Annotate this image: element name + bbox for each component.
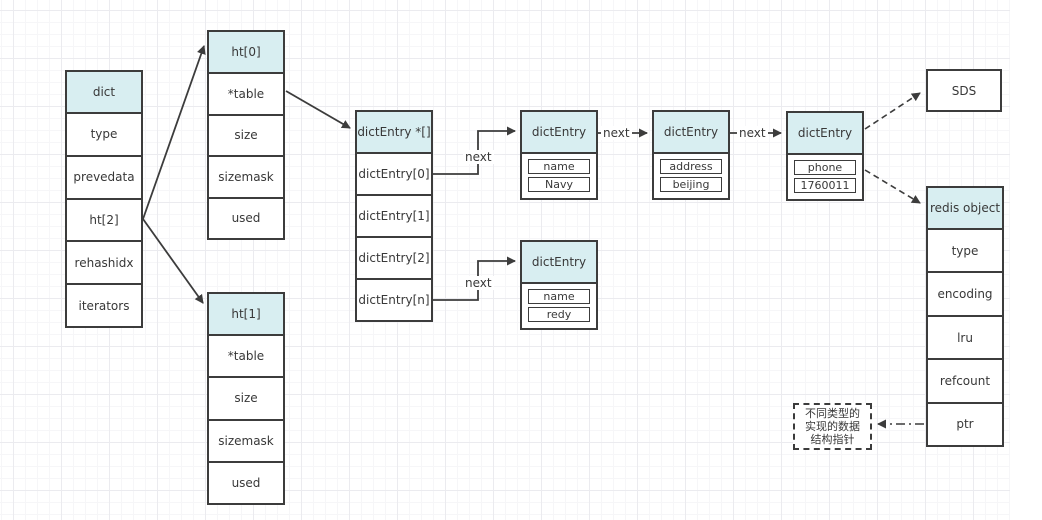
next-label-entry1-entry2: next — [601, 126, 632, 140]
entry-address-beijing-box: dictEntry address beijing — [652, 110, 730, 200]
ht0-row-table: *table — [209, 74, 283, 116]
note-box: 不同类型的 实现的数据 结构指针 — [793, 403, 872, 450]
ht0-title: ht[0] — [209, 32, 283, 74]
ht1-row-size: size — [209, 378, 283, 421]
ht0-row-size: size — [209, 115, 283, 157]
dict-row-ht2: ht[2] — [67, 199, 141, 243]
ht0-row-used: used — [209, 198, 283, 238]
entry-name-navy-title: dictEntry — [522, 112, 596, 154]
ht1-row-sizemask: sizemask — [209, 420, 283, 463]
bucket-array-box: dictEntry *[] dictEntry[0] dictEntry[1] … — [355, 110, 433, 322]
redis-object-row-lru: lru — [928, 316, 1002, 361]
dict-title: dict — [67, 72, 141, 114]
entry-phone-box: dictEntry phone 1760011 — [786, 111, 864, 201]
dict-row-type: type — [67, 114, 141, 157]
note-line-1: 不同类型的 — [805, 407, 860, 420]
note-line-3: 结构指针 — [810, 433, 855, 446]
entry-name-redy-box: dictEntry name redy — [520, 240, 598, 330]
entry-value-box: 1760011 — [794, 178, 856, 193]
redis-object-row-refcount: refcount — [928, 360, 1002, 404]
next-label-bucket0: next — [463, 150, 494, 164]
entry-name-redy-title: dictEntry — [522, 242, 596, 284]
next-label-bucketn: next — [463, 276, 494, 290]
ht0-box: ht[0] *table size sizemask used — [207, 30, 285, 240]
redis-object-row-ptr: ptr — [928, 403, 1002, 446]
entry-key-box: name — [528, 289, 590, 304]
entry-value-box: Navy — [528, 177, 590, 192]
entry-key-box: phone — [794, 160, 856, 175]
entry-key-box: name — [528, 159, 590, 174]
redis-object-row-type: type — [928, 230, 1002, 274]
bucket-row-1: dictEntry[1] — [357, 196, 431, 238]
ht1-row-used: used — [209, 462, 283, 503]
redis-object-title: redis object — [928, 188, 1002, 230]
entry-key-box: address — [660, 159, 722, 174]
ht1-title: ht[1] — [209, 294, 283, 336]
ht0-row-sizemask: sizemask — [209, 157, 283, 199]
bucket-row-n: dictEntry[n] — [357, 280, 431, 320]
redis-object-row-encoding: encoding — [928, 273, 1002, 317]
bucket-array-title: dictEntry *[] — [357, 112, 431, 154]
note-line-2: 实现的数据 — [805, 420, 860, 433]
dict-row-iterators: iterators — [67, 285, 141, 326]
bucket-row-0: dictEntry[0] — [357, 154, 431, 196]
entry-value-box: redy — [528, 307, 590, 322]
bucket-row-2: dictEntry[2] — [357, 238, 431, 280]
entry-name-navy-box: dictEntry name Navy — [520, 110, 598, 200]
ht1-box: ht[1] *table size sizemask used — [207, 292, 285, 505]
redis-object-box: redis object type encoding lru refcount … — [926, 186, 1004, 447]
ht1-row-table: *table — [209, 336, 283, 379]
next-label-entry2-entry3: next — [737, 126, 768, 140]
dict-row-prevedata: prevedata — [67, 156, 141, 200]
entry-phone-title: dictEntry — [788, 113, 862, 155]
dict-box: dict type prevedata ht[2] rehashidx iter… — [65, 70, 143, 328]
entry-value-box: beijing — [660, 177, 722, 192]
dict-row-rehashidx: rehashidx — [67, 242, 141, 286]
entry-address-beijing-title: dictEntry — [654, 112, 728, 154]
sds-box: SDS — [926, 69, 1002, 112]
